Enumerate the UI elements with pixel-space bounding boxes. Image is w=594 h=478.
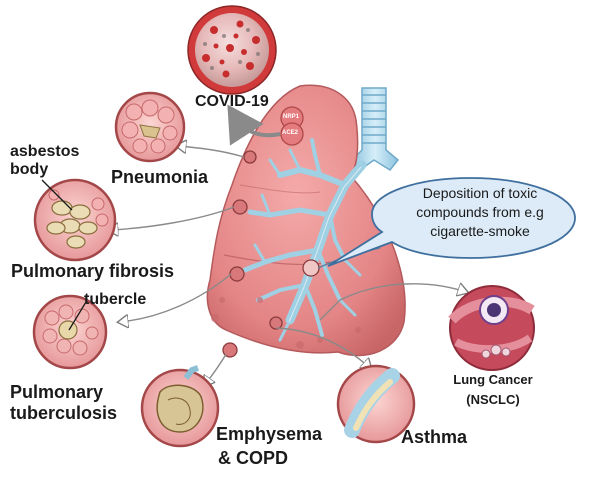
coronavirus-icon xyxy=(188,6,276,94)
deposition-text-line1: Deposition of toxic xyxy=(396,184,564,203)
deposition-text-line2: compounds from e.g xyxy=(396,203,564,222)
pneumonia-illustration xyxy=(116,93,184,161)
deposition-text-line3: cigarette-smoke xyxy=(396,222,564,241)
asbestos-body-label-line2: body xyxy=(10,161,48,178)
ace2-label: ACE2 xyxy=(282,130,298,137)
asbestos-pointer xyxy=(40,178,80,214)
covid-label: COVID-19 xyxy=(195,93,269,110)
emphysema-illustration xyxy=(142,368,218,446)
emphysema-label-line1: Emphysema xyxy=(216,425,322,444)
tubercle-pointer xyxy=(66,300,90,334)
lung-cancer-illustration xyxy=(450,286,534,370)
lung-cancer-label-line2: (NSCLC) xyxy=(436,392,550,407)
pulmonary-tb-label-line2: tuberculosis xyxy=(10,404,117,423)
deposition-callout-text: Deposition of toxic compounds from e.g c… xyxy=(396,184,564,241)
pulmonary-fibrosis-label: Pulmonary fibrosis xyxy=(11,262,174,281)
asbestos-body-label-line1: asbestos xyxy=(10,143,79,160)
nrp1-label: NRP1 xyxy=(283,114,299,121)
emphysema-label-line2: & COPD xyxy=(218,449,288,468)
pneumonia-label: Pneumonia xyxy=(111,168,208,187)
trachea xyxy=(352,88,398,170)
tubercle-label: tubercle xyxy=(84,291,146,308)
asthma-label: Asthma xyxy=(401,428,467,447)
receptor-markers xyxy=(281,107,303,145)
pulmonary-tb-label-line1: Pulmonary xyxy=(10,383,103,402)
lung-cancer-label-line1: Lung Cancer xyxy=(436,372,550,387)
